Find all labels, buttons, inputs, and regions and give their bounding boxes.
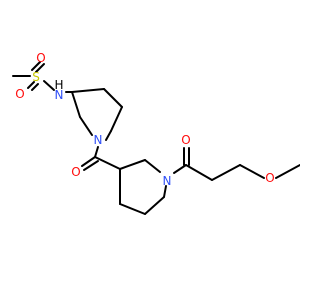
ring1-c6-c5 [110,106,123,132]
ring1-c4-c3 [71,88,105,93]
molecule-canvas: O S O H N N O N O O [12,51,300,215]
bond-ch2-o [239,164,265,179]
atom-layer: O S O H N N O N O O [15,51,274,188]
atom-piperidine2-n: N [163,174,172,188]
bond-s-n [43,80,55,91]
bond-s-o-top-b [35,63,45,73]
atom-amide-nh: N [55,88,64,102]
ring1-c5-c4 [103,88,123,108]
ring2-c2-n [144,159,161,173]
ring1-c2-n [79,116,93,136]
bond-ch2-ch2 [211,164,241,181]
ring1-n-c6 [105,130,112,141]
bond-carbonyl1-o-b [83,160,99,171]
atom-sulfonyl-o2: O [15,87,24,101]
atom-piperidine1-n: N [94,133,103,147]
atom-sulfonyl-o1: O [36,51,45,65]
ring2-c5-c4 [119,203,146,215]
atom-amide-h: H [54,78,63,92]
atom-carbonyl-o1: O [71,165,80,179]
bond-carbonyl2-ch2 [185,164,213,181]
bond-o-phenyl [275,164,300,179]
ring1-c3-c2 [71,91,81,118]
bond-n1-carbonyl [94,146,99,158]
bond-n2-carbonyl [173,164,187,174]
bond-layer [12,61,300,215]
ring2-c3-c2 [119,159,146,170]
bond-s-o-bottom-b [31,83,39,91]
bond-s-o-bottom-a [27,81,35,89]
bond-carbonyl1-o-a [81,156,96,167]
molecule-structure: O S O H N N O N O O [12,51,300,215]
atom-carbonyl-o2: O [181,133,190,147]
bond-s-o-top-a [31,61,41,71]
atom-sulfonyl-s: S [32,70,40,84]
ring2-c6-c5 [144,196,165,215]
atom-ether-o: O [265,171,274,185]
bond-carbonyl1-c3b [94,156,121,170]
ring2-n-c6 [163,185,167,198]
